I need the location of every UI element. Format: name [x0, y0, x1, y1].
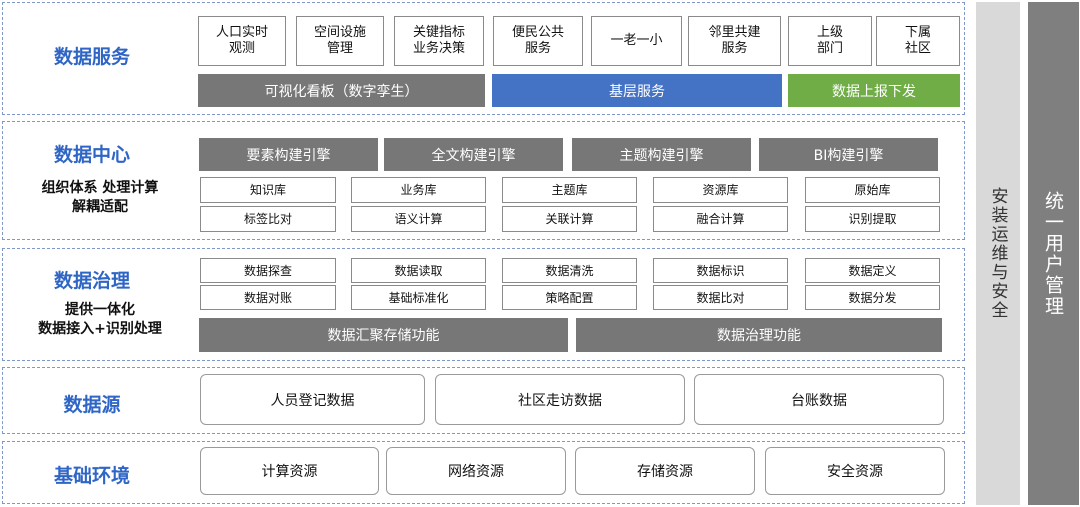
service-box-superior[interactable]: 上级 部门	[788, 16, 872, 66]
gov-box-explore[interactable]: 数据探查	[200, 258, 336, 283]
service-box-neighborhood[interactable]: 邻里共建 服务	[688, 16, 781, 66]
grassroots-service-bar[interactable]: 基层服务	[492, 74, 782, 107]
gov-box-label[interactable]: 数据标识	[653, 258, 788, 283]
data-governance-subtitle-2: 数据接入+识别处理	[38, 321, 162, 337]
source-community-visit[interactable]: 社区走访数据	[435, 374, 685, 425]
engine-bi[interactable]: BI构建引擎	[759, 138, 938, 171]
security-ops-bar[interactable]: 安装运维与安全	[976, 2, 1020, 505]
gov-box-define[interactable]: 数据定义	[805, 258, 940, 283]
data-center-title: 数据中心	[53, 144, 130, 166]
data-center-subtitle-1: 组织体系 处理计算	[41, 180, 159, 196]
data-services-title: 数据服务	[53, 46, 130, 68]
unified-user-bar[interactable]: 统一用户管理	[1028, 2, 1079, 505]
service-box-population[interactable]: 人口实时 观测	[198, 16, 286, 66]
security-ops-label: 安装运维与安全	[987, 187, 1008, 320]
gov-box-standardize[interactable]: 基础标准化	[351, 285, 486, 310]
infra-storage[interactable]: 存储资源	[575, 447, 755, 495]
data-governance-subtitle-1: 提供一体化	[65, 302, 135, 318]
center-box-raw[interactable]: 原始库	[805, 177, 940, 203]
gov-box-reconcile[interactable]: 数据对账	[200, 285, 336, 310]
infra-compute[interactable]: 计算资源	[200, 447, 379, 495]
infra-network[interactable]: 网络资源	[386, 447, 566, 495]
engine-fulltext[interactable]: 全文构建引擎	[384, 138, 563, 171]
data-center-subtitle-2: 解耦适配	[72, 199, 128, 215]
source-personnel[interactable]: 人员登记数据	[200, 374, 425, 425]
infra-title: 基础环境	[53, 465, 130, 487]
center-box-topic[interactable]: 主题库	[502, 177, 637, 203]
aggregation-storage-bar[interactable]: 数据汇聚存储功能	[199, 318, 568, 352]
service-box-elder-child[interactable]: 一老一小	[591, 16, 682, 66]
gov-box-policy[interactable]: 策略配置	[502, 285, 637, 310]
gov-box-read[interactable]: 数据读取	[351, 258, 486, 283]
data-source-title: 数据源	[63, 394, 121, 416]
center-box-association[interactable]: 关联计算	[502, 206, 637, 232]
governance-function-bar[interactable]: 数据治理功能	[576, 318, 942, 352]
data-report-bar[interactable]: 数据上报下发	[788, 74, 960, 107]
service-box-indicators[interactable]: 关键指标 业务决策	[394, 16, 484, 66]
service-box-subordinate[interactable]: 下属 社区	[876, 16, 960, 66]
unified-user-label: 统一用户管理	[1042, 190, 1064, 317]
service-box-public[interactable]: 便民公共 服务	[493, 16, 583, 66]
dashboard-bar[interactable]: 可视化看板（数字孪生）	[198, 74, 485, 107]
center-box-tag-compare[interactable]: 标签比对	[200, 206, 336, 232]
center-box-recognition[interactable]: 识别提取	[805, 206, 940, 232]
service-box-facilities[interactable]: 空间设施 管理	[296, 16, 384, 66]
gov-box-compare[interactable]: 数据比对	[653, 285, 788, 310]
center-box-knowledge[interactable]: 知识库	[200, 177, 336, 203]
center-box-resource[interactable]: 资源库	[653, 177, 788, 203]
engine-element[interactable]: 要素构建引擎	[199, 138, 378, 171]
center-box-business[interactable]: 业务库	[351, 177, 486, 203]
engine-topic[interactable]: 主题构建引擎	[572, 138, 751, 171]
data-governance-title: 数据治理	[53, 270, 130, 292]
center-box-semantic[interactable]: 语义计算	[351, 206, 486, 232]
infra-security[interactable]: 安全资源	[765, 447, 945, 495]
source-ledger[interactable]: 台账数据	[694, 374, 944, 425]
gov-box-clean[interactable]: 数据清洗	[502, 258, 637, 283]
gov-box-distribute[interactable]: 数据分发	[805, 285, 940, 310]
center-box-fusion[interactable]: 融合计算	[653, 206, 788, 232]
